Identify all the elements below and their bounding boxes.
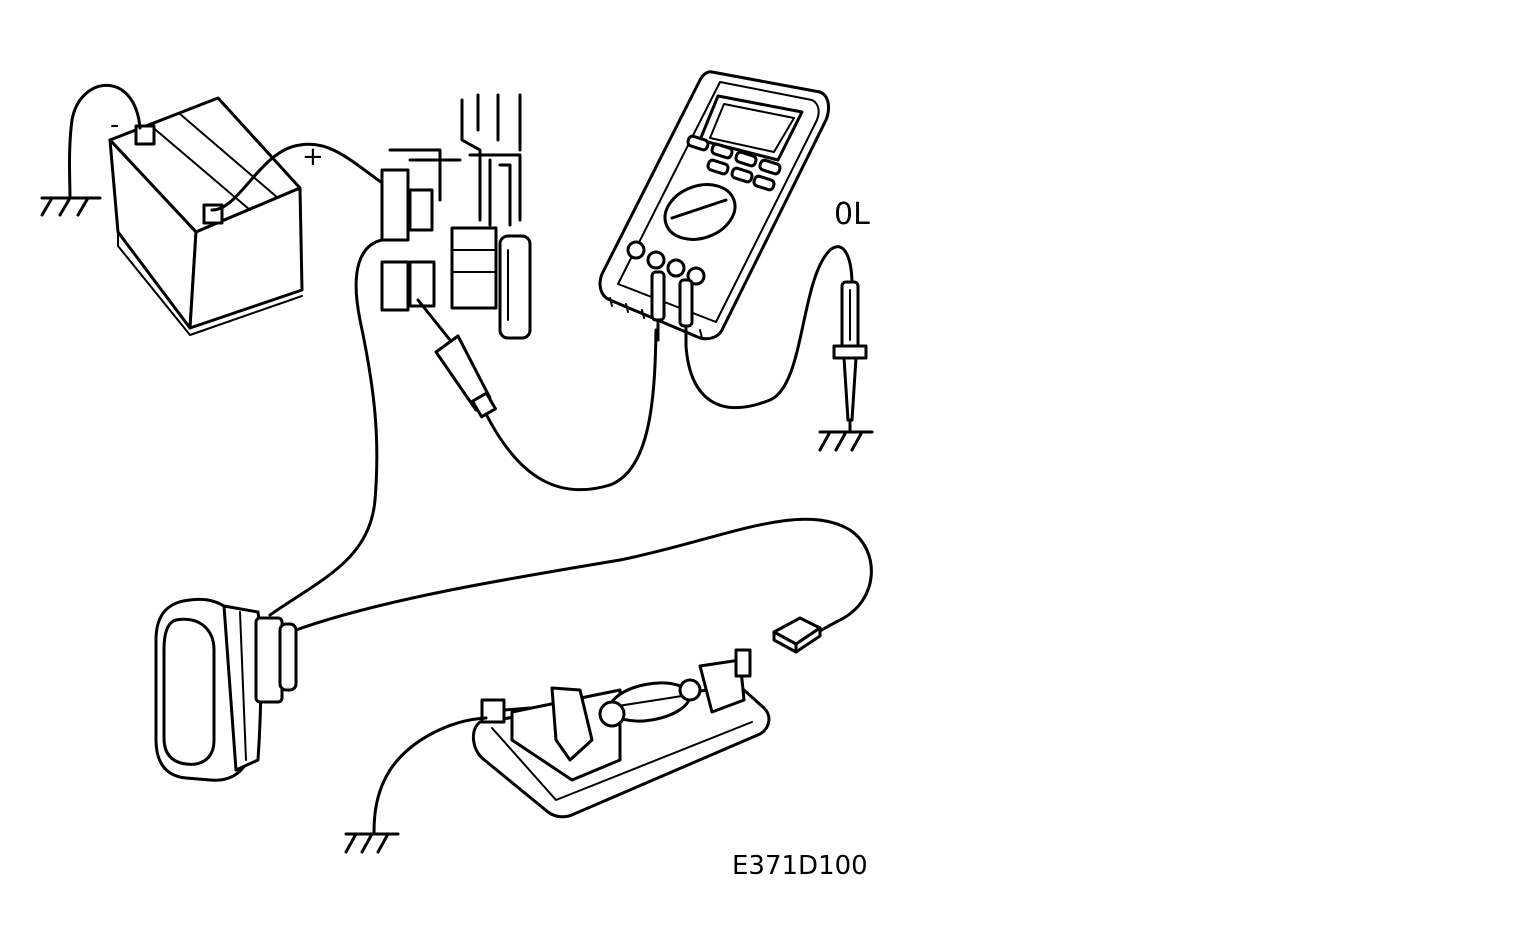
- battery-negative-label: -: [110, 110, 119, 140]
- ground-symbol-battery: [40, 196, 102, 217]
- battery-positive-label: +: [302, 142, 324, 172]
- fuse-box: [380, 93, 532, 340]
- battery-positive-lead: [210, 142, 387, 212]
- test-probe-black: [832, 280, 868, 422]
- battery: [108, 96, 304, 336]
- meter-reading-label: 0L: [834, 197, 870, 232]
- battery-negative-lead: [68, 84, 142, 200]
- switch-to-lamp-wire: [294, 517, 873, 634]
- test-probe-red: [416, 298, 497, 419]
- courtesy-lamp: [472, 648, 771, 819]
- lamp-ground-wire: [372, 716, 488, 834]
- rocker-switch: [154, 597, 298, 782]
- probe-black-lead: [684, 245, 854, 410]
- wire-connector: [772, 616, 822, 654]
- ground-symbol-lamp: [344, 832, 400, 854]
- ground-symbol-probe: [818, 430, 874, 452]
- figure-code-label: E371D100: [732, 851, 868, 881]
- probe-red-lead: [484, 328, 658, 492]
- multimeter: [598, 70, 830, 348]
- fuse-to-switch-wire: [268, 238, 384, 617]
